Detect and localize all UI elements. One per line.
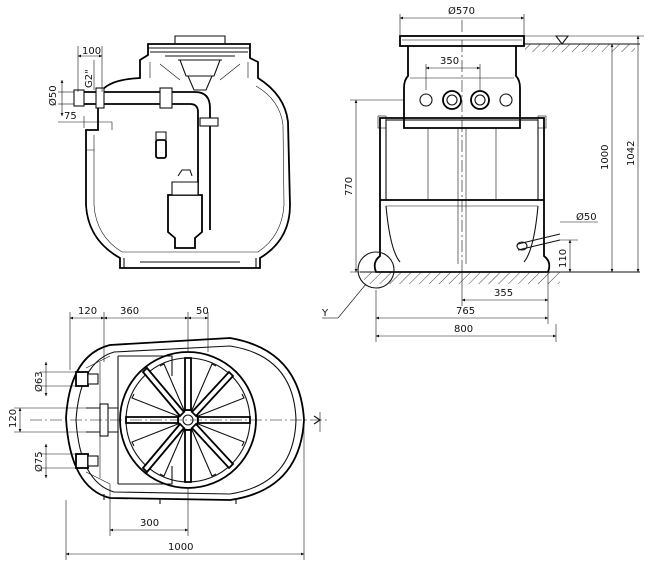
side-cover-lines [148,47,250,61]
top-label-1000: 1000 [168,542,193,553]
front-label-800: 800 [454,324,473,335]
side-valve [159,87,173,109]
side-cover-cap [174,35,226,44]
front-lower-curves [385,205,539,263]
side-label-75: 75 [64,111,77,122]
side-neck-ribs [149,62,249,81]
top-label-120: 120 [78,306,97,317]
side-label-50: Ø50 [47,85,59,106]
side-label-100: 100 [82,46,101,57]
front-label-1042: 1042 [626,141,637,166]
side-flange [95,87,105,109]
top-inlet-top-flange [87,373,99,385]
front-label-110: 110 [558,249,569,268]
top-inner-outline [75,345,297,495]
front-detail-leader [337,283,367,319]
side-discharge-pipe-top [80,91,211,230]
side-pump-head [171,181,199,196]
front-outlet-end [516,241,528,251]
front-label-350: 350 [440,56,459,67]
side-view: 100 G2" Ø50 75 [47,35,291,269]
front-label-1000: 1000 [600,145,611,170]
top-feet [103,494,237,504]
side-pump-handle [177,169,193,177]
front-ground-hatch-top [525,44,635,52]
front-inlet-2-inner [446,94,458,106]
side-label-g2: G2" [84,69,95,88]
top-label-50: 50 [196,306,209,317]
front-ribs [427,128,497,264]
front-label-355: 355 [494,288,513,299]
front-view: 350 Y Ø570 770 1000 [321,5,644,342]
top-inlet-top [75,371,89,387]
front-label-detail: Y [321,308,329,319]
front-inlet-1 [419,93,433,107]
side-misc [86,122,113,151]
top-inlet-bottom [75,453,89,469]
front-detail-circle [357,251,395,289]
front-neck [403,46,521,129]
top-inlet-bottom-flange [87,455,99,467]
side-inlet-stub [73,89,85,107]
front-inlet-3-inner [474,94,486,106]
front-inlet-2 [442,90,462,110]
side-pump [167,194,203,249]
front-inlet-4 [499,93,513,107]
side-tank-outline [85,43,291,269]
top-label-120v: 120 [8,409,19,428]
front-corner-left [377,115,387,129]
top-view: 120 360 50 Ø63 120 Ø75 300 1000 [8,306,330,560]
side-discharge-pipe-bottom [80,103,199,230]
front-corner-right [537,115,547,129]
top-label-360: 360 [120,306,139,317]
side-float-switch [155,139,167,159]
front-ground-level-marker [554,35,570,45]
side-neck [179,59,221,91]
top-label-75: Ø75 [33,451,45,472]
front-inlet-3 [470,90,490,110]
side-inner-wall [93,85,285,253]
side-pipe-clamp [199,117,219,127]
side-float-mount [155,131,167,141]
top-label-300: 300 [140,518,159,529]
side-base [123,258,257,268]
front-label-570: Ø570 [448,5,475,17]
front-label-770: 770 [344,177,355,196]
front-label-765: 765 [456,306,475,317]
front-label-50: Ø50 [576,211,597,223]
top-label-63: Ø63 [33,371,45,392]
